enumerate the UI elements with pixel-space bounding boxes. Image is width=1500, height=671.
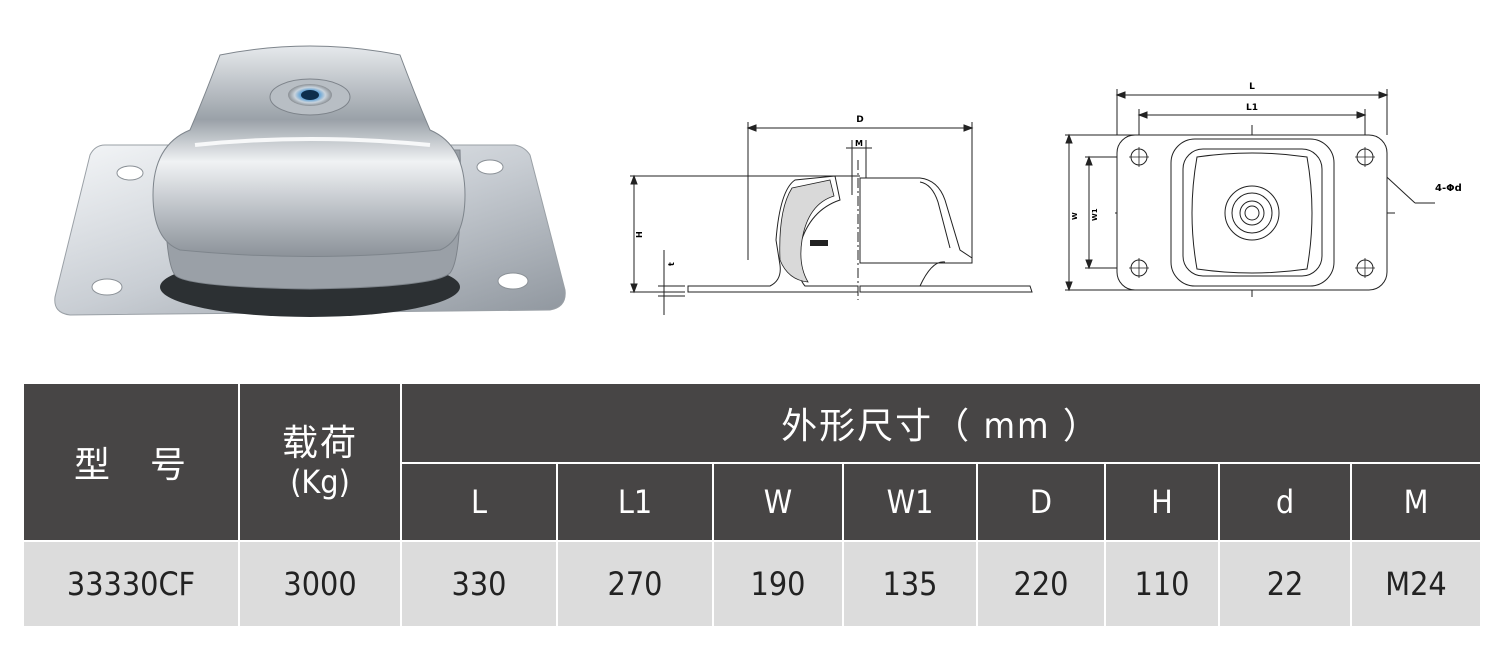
col-header-L1: L1 <box>558 464 712 540</box>
label-D: D <box>856 115 863 125</box>
row-load: 3000 <box>240 542 400 626</box>
row-L1: 270 <box>558 542 712 626</box>
product-photo <box>54 45 566 317</box>
spec-table: 型 号 载荷 (Kg) 外形尺寸（ mm ） L L1 W W1 D H d M… <box>24 384 1480 626</box>
label-hole: 4-Φd <box>1435 183 1462 194</box>
row-D: 220 <box>978 542 1104 626</box>
col-header-W1: W1 <box>844 464 976 540</box>
top-view-drawing: L L1 W W1 4-Φd <box>1065 82 1462 300</box>
row-model: 33330CF <box>24 542 238 626</box>
col-header-M: M <box>1352 464 1480 540</box>
col-header-L: L <box>402 464 556 540</box>
col-header-W: W <box>714 464 842 540</box>
label-H: H <box>635 231 644 238</box>
col-header-H: H <box>1106 464 1218 540</box>
row-d: 22 <box>1220 542 1350 626</box>
label-W1: W1 <box>1091 208 1099 221</box>
label-W: W <box>1071 212 1079 220</box>
label-L: L <box>1249 82 1255 92</box>
header-load: 载荷 (Kg) <box>240 384 400 540</box>
col-header-d: d <box>1220 464 1350 540</box>
row-M: M24 <box>1352 542 1480 626</box>
label-M: M <box>855 139 863 148</box>
col-header-D: D <box>978 464 1104 540</box>
label-L1: L1 <box>1246 103 1258 113</box>
header-model: 型 号 <box>24 384 238 540</box>
label-t: t <box>667 262 676 266</box>
row-L: 330 <box>402 542 556 626</box>
row-W1: 135 <box>844 542 976 626</box>
row-H: 110 <box>1106 542 1218 626</box>
side-section-drawing: D M H t <box>630 115 1033 315</box>
header-load-label: 载荷 <box>281 422 358 464</box>
header-load-unit: (Kg) <box>290 463 350 502</box>
row-W: 190 <box>714 542 842 626</box>
header-dimensions: 外形尺寸（ mm ） <box>402 384 1480 462</box>
